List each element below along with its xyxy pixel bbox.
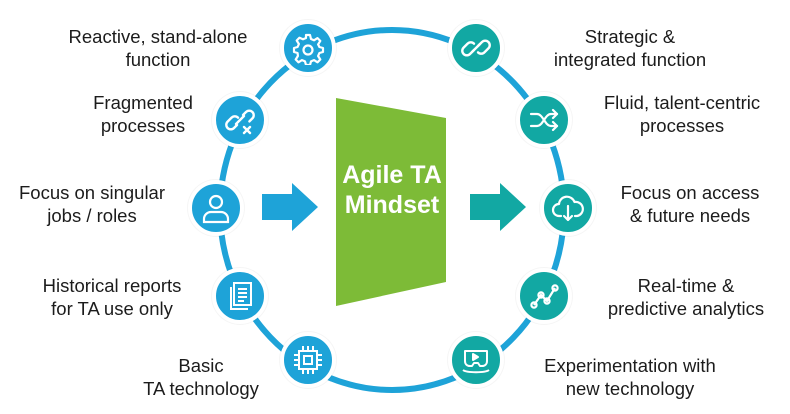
left-label-3: Focus on singular jobs / roles <box>2 181 182 227</box>
left-label-5: Basic TA technology <box>126 354 276 400</box>
right-label-3-line1: Focus on access <box>620 182 760 203</box>
left-label-1-line1: Reactive, stand-alone <box>68 26 248 47</box>
documents-icon <box>230 282 252 310</box>
gear-icon <box>292 33 325 65</box>
left-node-2 <box>212 92 268 148</box>
left-label-4-line1: Historical reports <box>42 275 182 296</box>
right-label-2-line2: processes <box>639 115 725 136</box>
right-label-4-line2: predictive analytics <box>607 298 765 319</box>
left-node-3 <box>188 180 244 236</box>
left-label-4: Historical reports for TA use only <box>22 274 202 320</box>
center-title-line1: Agile TA <box>342 161 442 189</box>
left-arrow <box>262 183 318 231</box>
cloud-download-icon <box>551 195 584 222</box>
right-node-4 <box>516 268 572 324</box>
left-label-5-line1: Basic <box>178 355 224 376</box>
left-label-3-line2: jobs / roles <box>47 205 137 226</box>
vr-headset-icon <box>462 350 490 374</box>
left-node-4 <box>212 268 268 324</box>
right-label-3: Focus on access & future needs <box>608 181 772 227</box>
left-node-1 <box>280 20 336 76</box>
left-label-2-line1: Fragmented <box>93 92 193 113</box>
center-title: Agile TA Mindset <box>322 160 462 220</box>
analytics-icon <box>530 284 559 309</box>
left-label-3-line1: Focus on singular <box>18 182 166 203</box>
right-label-5-line2: new technology <box>565 378 695 399</box>
mindset-trapezoid <box>336 98 446 306</box>
left-node-5 <box>280 332 336 388</box>
right-node-3 <box>540 180 596 236</box>
right-label-4: Real-time & predictive analytics <box>590 274 782 320</box>
right-arrow <box>470 183 526 231</box>
left-label-5-line2: TA technology <box>143 378 259 399</box>
right-label-5: Experimentation with new technology <box>524 354 736 400</box>
chip-icon <box>294 346 322 374</box>
right-label-2: Fluid, talent-centric processes <box>584 91 780 137</box>
left-label-4-line2: for TA use only <box>51 298 173 319</box>
person-icon <box>202 194 230 224</box>
right-label-2-line1: Fluid, talent-centric <box>603 92 761 113</box>
center-title-line2: Mindset <box>344 191 440 219</box>
broken-link-icon <box>225 109 255 135</box>
right-label-5-line1: Experimentation with <box>544 355 716 376</box>
right-label-1-line2: integrated function <box>553 49 707 70</box>
left-label-2: Fragmented processes <box>48 91 238 137</box>
right-node-2 <box>516 92 572 148</box>
left-label-2-line2: processes <box>100 115 186 136</box>
right-node-5 <box>448 332 504 388</box>
link-icon <box>461 39 491 57</box>
right-node-1 <box>448 20 504 76</box>
right-label-3-line2: & future needs <box>629 205 751 226</box>
right-label-4-line1: Real-time & <box>637 275 735 296</box>
right-label-1: Strategic & integrated function <box>536 25 724 71</box>
left-label-1: Reactive, stand-alone function <box>48 25 268 71</box>
shuffle-icon <box>529 108 559 132</box>
right-label-1-line1: Strategic & <box>584 26 676 47</box>
left-label-1-line2: function <box>125 49 191 70</box>
